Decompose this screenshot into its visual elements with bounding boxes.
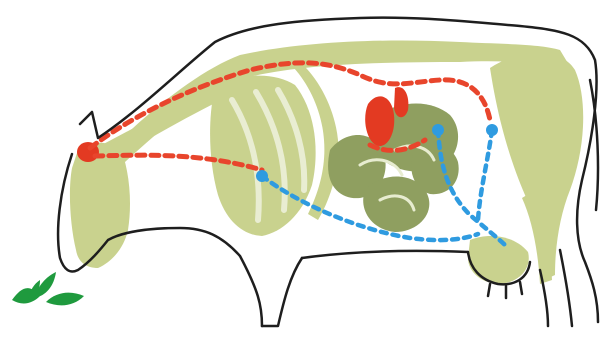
body-fill: [70, 41, 583, 284]
red-organ-kidney: [394, 87, 408, 117]
grass: [12, 272, 84, 305]
udder: [468, 236, 529, 284]
